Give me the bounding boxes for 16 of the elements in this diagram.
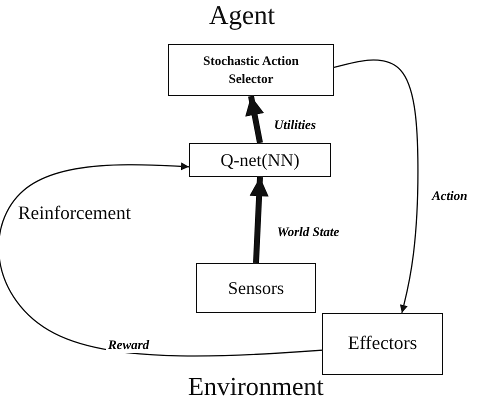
arrow xyxy=(245,95,264,144)
arrow xyxy=(334,59,419,314)
node-text: Effectors xyxy=(348,332,418,356)
process-box xyxy=(196,263,316,313)
region-label: Environment xyxy=(188,372,324,401)
process-box xyxy=(168,44,334,96)
edge-label: Reward xyxy=(106,337,152,353)
arrow xyxy=(0,162,322,357)
node-text: Q-net(NN) xyxy=(220,148,300,172)
arrow xyxy=(250,176,269,264)
diagram-title: Agent xyxy=(208,0,276,31)
process-box xyxy=(322,313,443,375)
node-text: Stochastic Action Selector xyxy=(202,52,300,88)
region-label: Reinforcement xyxy=(18,203,131,225)
node-text: Sensors xyxy=(228,276,284,300)
process-box xyxy=(189,143,331,177)
